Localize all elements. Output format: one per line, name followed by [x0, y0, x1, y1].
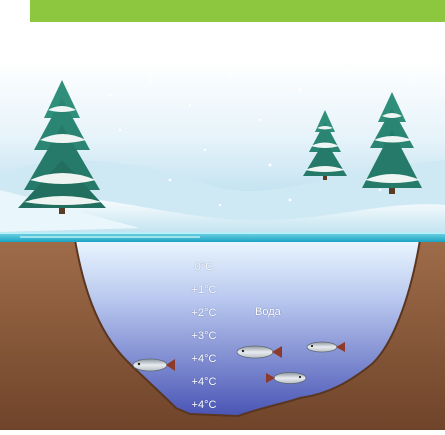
temperature-column: 0°C +1°C +2°C +3°C +4°C +4°C +4°C: [174, 261, 234, 422]
snowfall: [108, 68, 412, 207]
fish-icon: [266, 372, 307, 384]
temperature-label: +4°C: [191, 353, 217, 365]
fir-tree-icon: [18, 80, 106, 214]
temperature-label: +3°C: [191, 330, 217, 342]
fir-tree-icon: [303, 110, 347, 180]
fish-icon: [306, 341, 345, 353]
temperature-label: +4°C: [191, 399, 217, 411]
fish-icon: [132, 358, 175, 372]
water-body: [73, 239, 422, 418]
temperature-label: 0°C: [194, 261, 214, 273]
temperature-label: +2°C: [191, 307, 217, 319]
header-banner: [0, 0, 445, 60]
temperature-label: +1°C: [191, 284, 217, 296]
ice-layer: [0, 232, 445, 242]
fish-icon: [236, 345, 282, 359]
temperature-label: +4°C: [191, 376, 217, 388]
water-label: Вода: [255, 306, 281, 318]
fir-tree-icon: [362, 92, 422, 194]
